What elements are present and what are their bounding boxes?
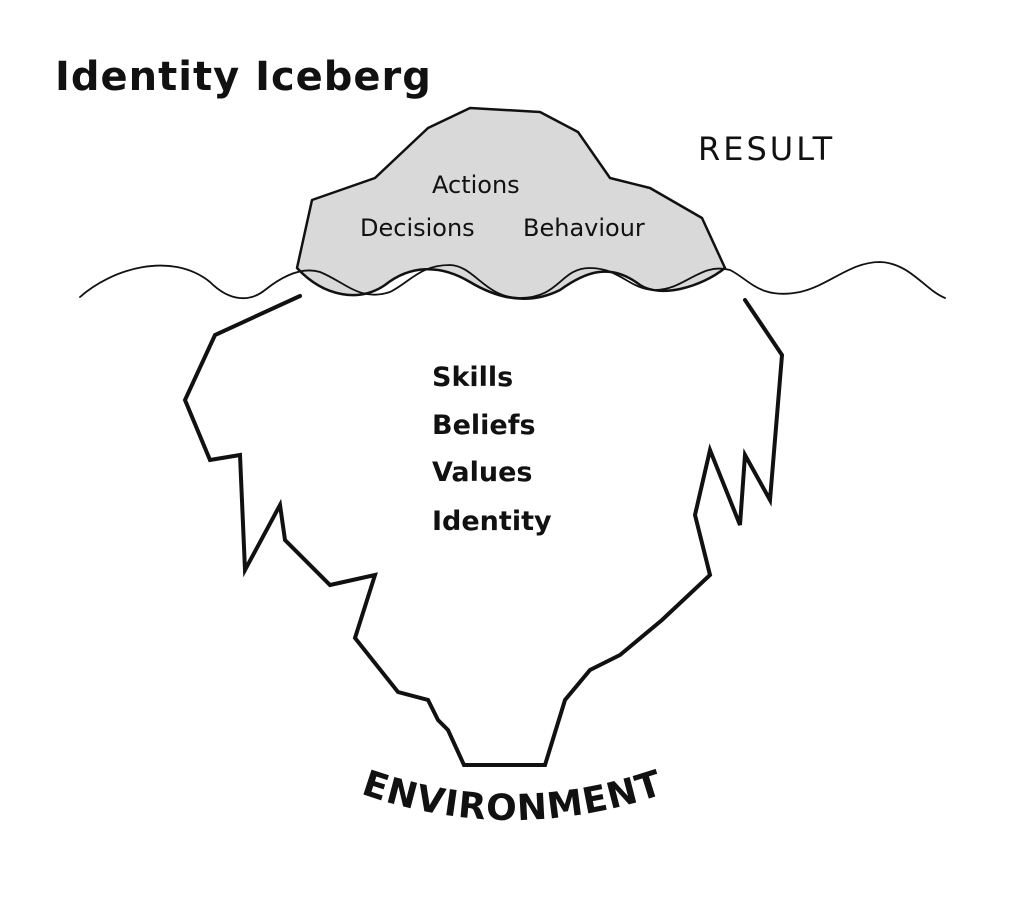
water-line <box>79 261 946 300</box>
iceberg-submerged <box>182 294 785 767</box>
above-water-item-behaviour: Behaviour <box>523 214 645 242</box>
below-water-item-values: Values <box>432 457 533 488</box>
diagram-title: Identity Iceberg <box>55 54 432 100</box>
result-label: RESULT <box>698 130 835 168</box>
above-water-item-actions: Actions <box>432 171 520 199</box>
below-water-item-skills: Skills <box>432 362 513 393</box>
below-water-item-identity: Identity <box>432 506 552 537</box>
above-water-item-decisions: Decisions <box>360 214 475 242</box>
environment-label: ENVIRONMENT <box>357 763 667 829</box>
environment-label-text: ENVIRONMENT <box>357 763 666 829</box>
below-water-item-beliefs: Beliefs <box>432 410 536 441</box>
iceberg-tip <box>295 106 727 301</box>
